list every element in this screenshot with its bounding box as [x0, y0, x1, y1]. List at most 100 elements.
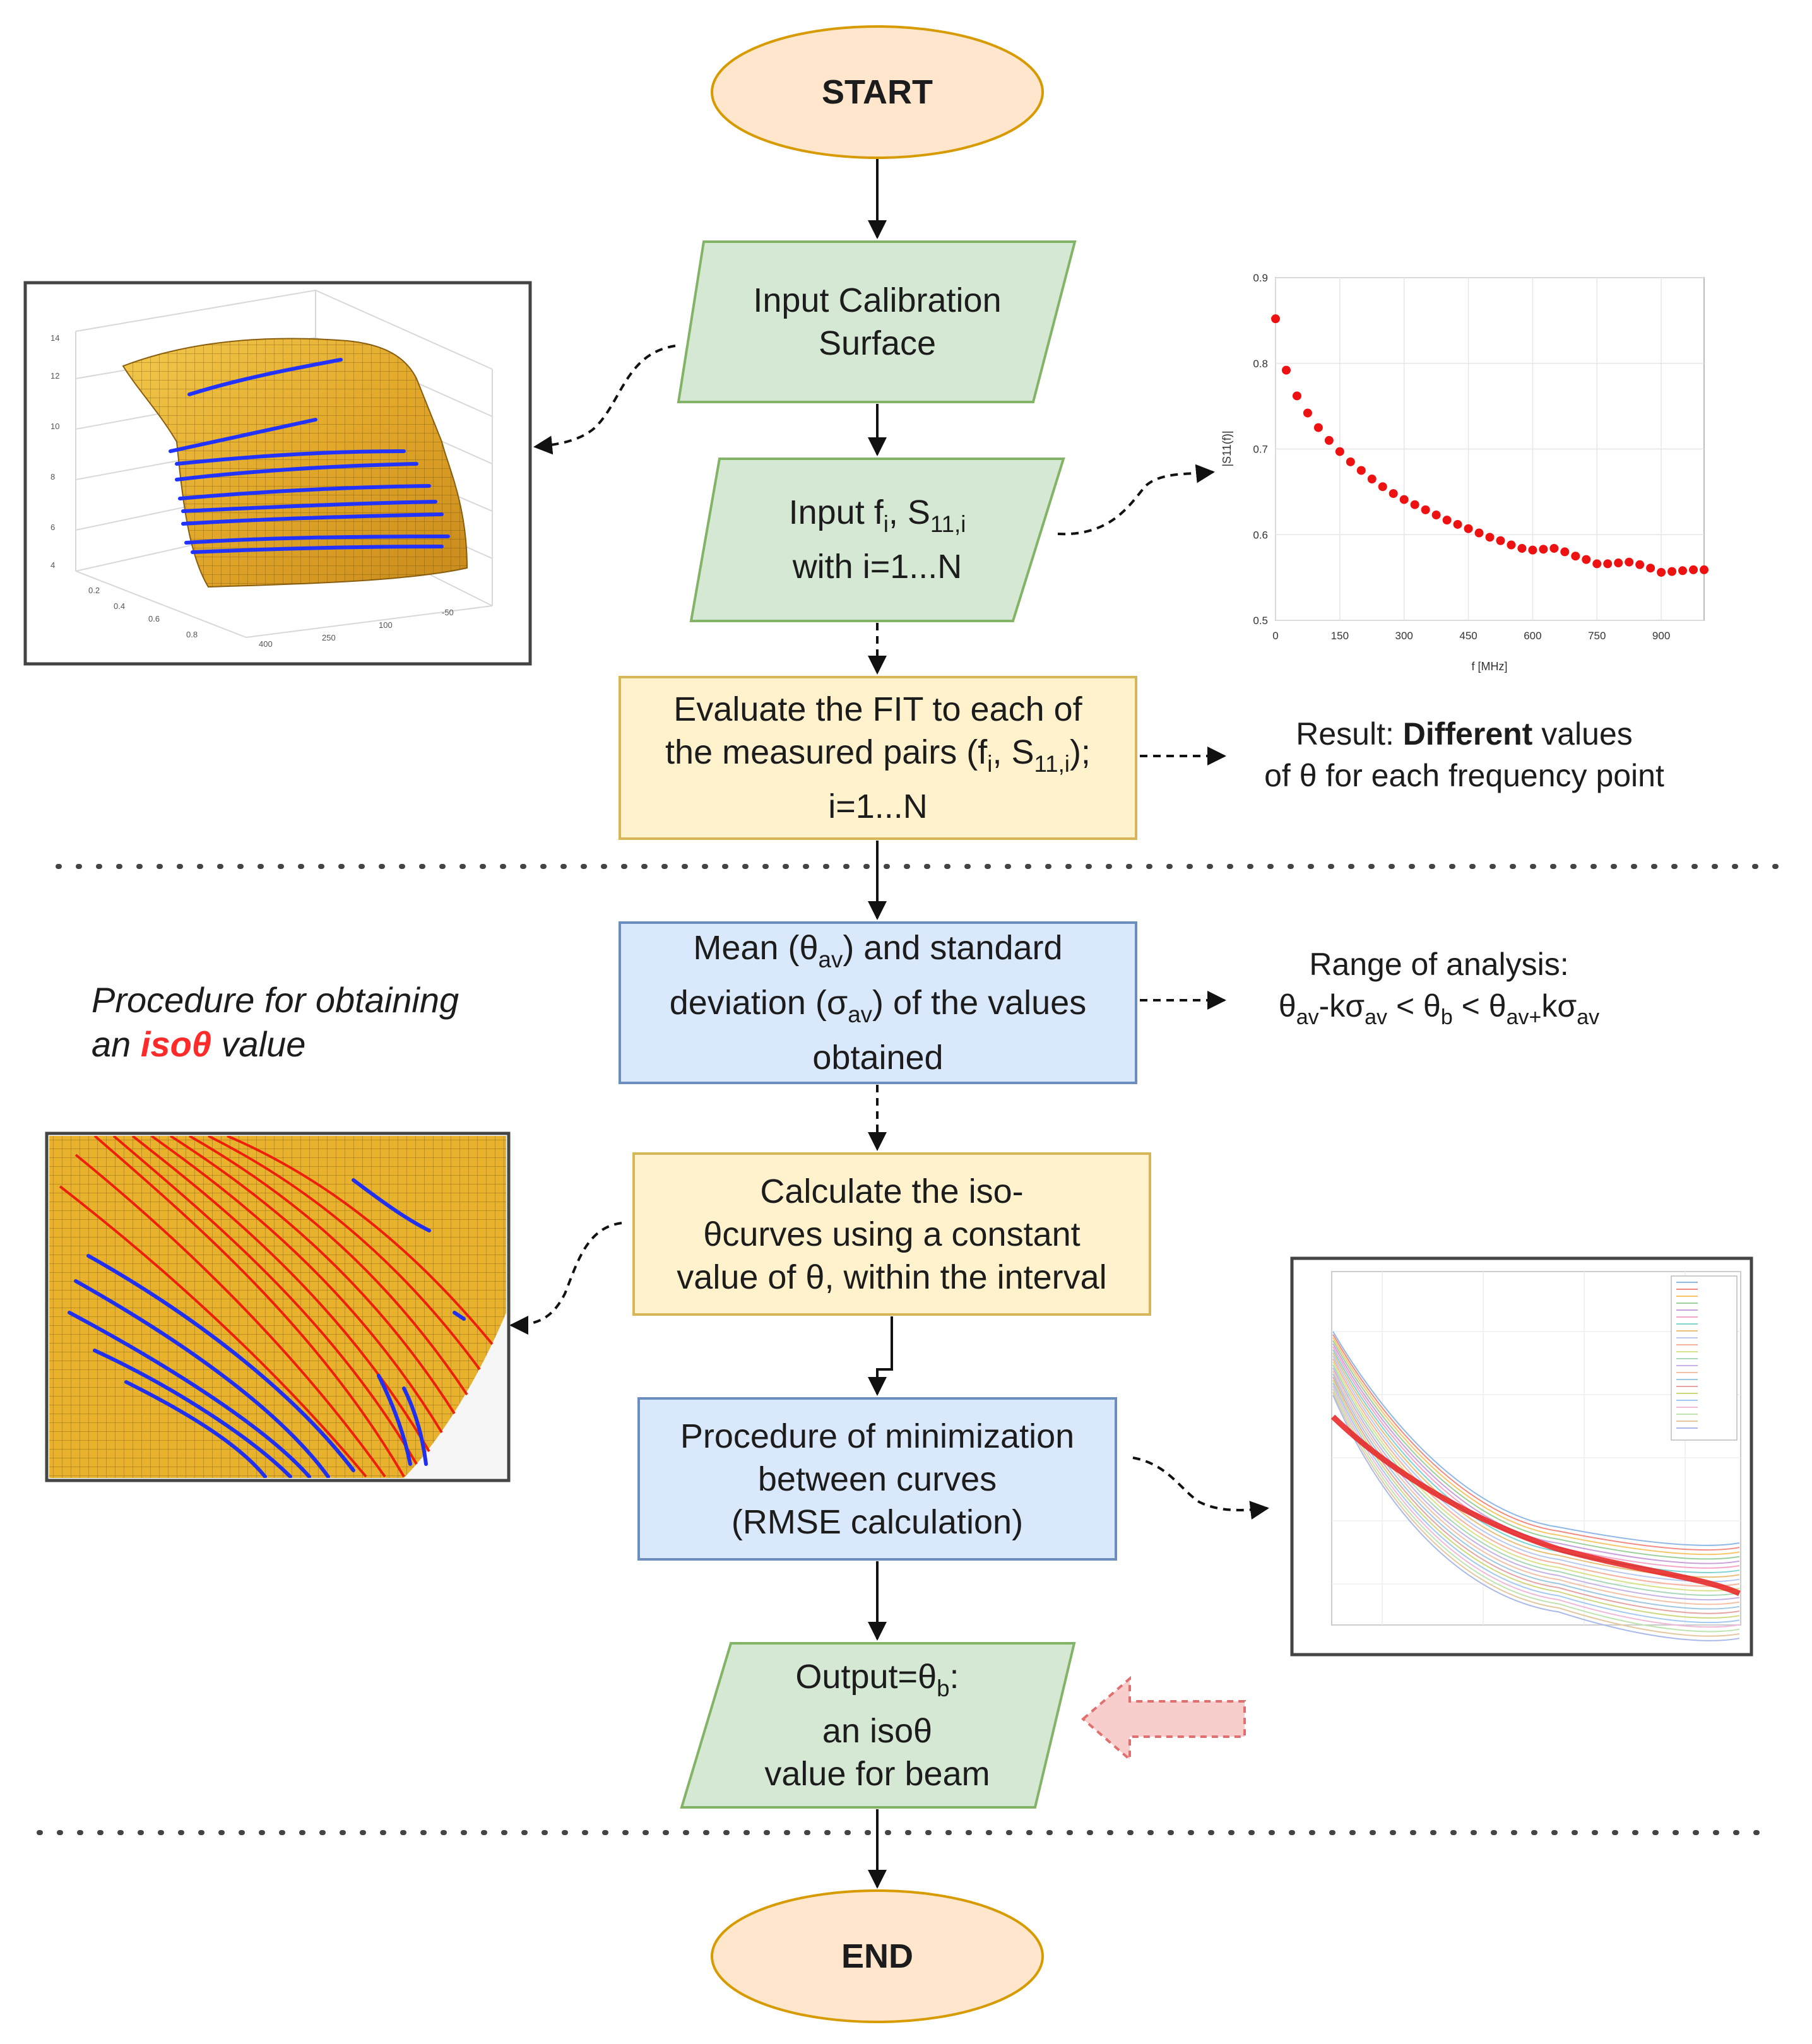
range-annotation: Range of analysis: θav-kσav < θb < θav+k… — [1237, 943, 1641, 1038]
s11-data-point — [1431, 511, 1441, 520]
end-text: END — [841, 1937, 913, 1975]
minimization-text: Procedure of minimization between curves… — [668, 1415, 1087, 1544]
evaluate-shape — [619, 676, 1137, 840]
s11-data-point — [1507, 540, 1516, 550]
input-surface-text: Input Calibration Surface — [740, 279, 1014, 365]
evaluate-l2e: ); — [1069, 733, 1091, 771]
s11-data-point — [1453, 519, 1462, 529]
iso-curve-line — [1332, 1376, 1740, 1614]
s11-data-point — [1625, 557, 1634, 567]
s11-data-point — [1303, 408, 1312, 418]
procedure-annotation: Procedure for obtaining an isoθ value — [92, 978, 533, 1066]
minimization-label: Procedure of minimization between curves… — [639, 1398, 1116, 1559]
start-label: START — [712, 57, 1043, 127]
svg-text:100: 100 — [379, 620, 393, 630]
calculate-shape — [632, 1152, 1151, 1316]
s11-ytick-label: 0.9 — [1253, 272, 1268, 284]
s11-data-point — [1549, 543, 1559, 553]
s11-ytick-label: 0.5 — [1253, 615, 1268, 627]
output-label: Output=θb: an isoθ value for beam — [694, 1643, 1060, 1807]
s11-xtick-label: 150 — [1331, 630, 1349, 642]
s11-data-point — [1614, 558, 1623, 568]
output-l1b: b — [937, 1675, 950, 1701]
iso-curve-line — [1332, 1349, 1740, 1573]
svg-text:12: 12 — [50, 371, 59, 381]
svg-text:-50: -50 — [442, 608, 454, 617]
dashed-arrow-to-curves-chart — [1132, 1456, 1269, 1520]
result-line2: of θ for each frequency point — [1264, 758, 1664, 793]
procedure-line1: Procedure for obtaining — [92, 980, 459, 1020]
s11-data-point — [1635, 560, 1645, 569]
iso-curve-line — [1332, 1343, 1740, 1564]
s11-xtick-label: 750 — [1588, 630, 1606, 642]
s11-data-point — [1646, 564, 1655, 573]
s11-data-point — [1678, 566, 1688, 576]
evaluate-l2c: , S — [992, 733, 1034, 771]
s11-xtick-label: 600 — [1524, 630, 1541, 642]
input-f-shape — [689, 458, 1065, 622]
input-f-pre: Input f — [788, 493, 884, 531]
mean-l1b: av — [818, 947, 843, 972]
s11-data-point — [1292, 391, 1301, 401]
result-annotation: Result: Different values of θ for each f… — [1237, 713, 1691, 796]
dashed-arrow-to-s11-chart — [1057, 464, 1215, 536]
iso-curve-line — [1332, 1364, 1740, 1596]
s11-data-point — [1667, 567, 1677, 576]
s11-xtick-label: 0 — [1272, 630, 1278, 642]
s11-data-point — [1700, 565, 1708, 574]
iso-curve-line — [1332, 1395, 1740, 1641]
s11-data-point — [1474, 528, 1484, 538]
input-surface-shape — [677, 240, 1077, 403]
s11-data-point — [1603, 559, 1613, 569]
s11-data-point — [1496, 536, 1505, 545]
minimization-line2: between curves — [757, 1460, 997, 1498]
iso-curve-line — [1332, 1334, 1740, 1551]
svg-text:6: 6 — [50, 523, 55, 532]
minimization-line3: (RMSE calculation) — [731, 1503, 1024, 1541]
range-f4: < θ — [1452, 988, 1507, 1024]
mean-l1c: ) and standard — [843, 929, 1063, 967]
output-shape — [680, 1642, 1076, 1809]
output-line2: an isoθ — [822, 1712, 933, 1751]
s11-data-point — [1689, 565, 1698, 574]
range-s3: b — [1440, 1005, 1453, 1029]
input-surface-line1: Input Calibration — [753, 281, 1002, 319]
mean-text: Mean (θav) and standard deviation (σav) … — [657, 926, 1099, 1079]
iso-curve-line — [1332, 1383, 1740, 1624]
s11-data-point — [1560, 547, 1570, 557]
evaluate-line1: Evaluate the FIT to each of — [673, 690, 1082, 728]
dashed-arrow-to-isocurve-image — [509, 1222, 622, 1335]
arrow-calculate-to-minimization — [868, 1316, 893, 1396]
minimization-shape — [637, 1397, 1117, 1561]
mean-label: Mean (θav) and standard deviation (σav) … — [620, 923, 1136, 1083]
input-f-text: Input fi, S11,i with i=1...N — [776, 491, 979, 589]
calculate-line1: Calculate the iso- — [760, 1172, 1024, 1210]
s11-data-point — [1367, 475, 1377, 484]
s11-data-point — [1389, 489, 1398, 499]
range-f2: -kσ — [1318, 988, 1365, 1024]
svg-text:14: 14 — [50, 333, 59, 343]
mean-shape — [619, 921, 1137, 1084]
evaluate-line3: i=1...N — [828, 788, 928, 826]
s11-ylabel: |S11(f)| — [1221, 430, 1233, 466]
s11-data-point — [1464, 524, 1473, 533]
s11-xtick-label: 300 — [1395, 630, 1413, 642]
evaluate-l2d: 11,i — [1034, 750, 1070, 777]
s11-data-point — [1410, 500, 1419, 509]
s11-data-point — [1485, 533, 1495, 542]
evaluate-l2a: the measured pairs (f — [665, 733, 988, 771]
s11-xlabel: f [MHz] — [1472, 660, 1508, 673]
s11-data-point — [1442, 516, 1452, 525]
svg-text:0.6: 0.6 — [148, 614, 160, 623]
s11-data-point — [1421, 505, 1430, 514]
range-s2: av — [1365, 1005, 1388, 1029]
s11-data-point — [1657, 567, 1666, 577]
s11-xtick-label: 450 — [1459, 630, 1477, 642]
calculate-text: Calculate the iso- θcurves using a const… — [664, 1170, 1119, 1299]
iso-curve-line — [1332, 1331, 1740, 1546]
svg-text:0.2: 0.2 — [88, 586, 100, 595]
